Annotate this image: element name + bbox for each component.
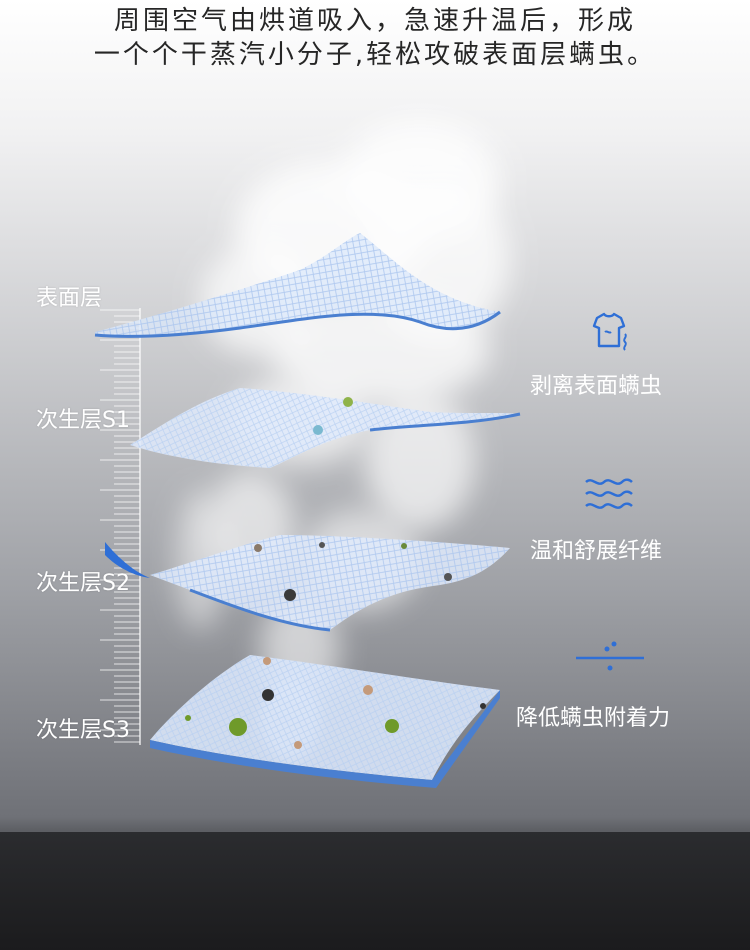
header-line-1: 周围空气由烘道吸入，急速升温后，形成 bbox=[113, 6, 636, 36]
mite-dot bbox=[254, 544, 262, 552]
shirt-icon bbox=[584, 306, 634, 356]
mite-dot bbox=[444, 573, 452, 581]
depth-ruler bbox=[100, 308, 141, 745]
mite-dot bbox=[480, 703, 486, 709]
waves-icon bbox=[582, 474, 636, 518]
label-s1-layer: 次生层S1 bbox=[36, 408, 130, 433]
mite-dot bbox=[385, 719, 399, 733]
fabric-s2-layer bbox=[105, 535, 510, 632]
mite-dot bbox=[263, 657, 271, 665]
bottom-dark-band bbox=[0, 832, 750, 950]
fabric-surface-layer bbox=[94, 233, 501, 338]
mite-dot bbox=[313, 425, 323, 435]
header-line-2: 一个个干蒸汽小分子,轻松攻破表面层螨虫。 bbox=[93, 40, 657, 70]
fabric-layers-illustration bbox=[94, 120, 521, 788]
mite-dot bbox=[319, 542, 325, 548]
benefit-label-1: 剥离表面螨虫 bbox=[530, 374, 663, 399]
mite-dot bbox=[185, 715, 191, 721]
label-s2-layer: 次生层S2 bbox=[36, 571, 130, 596]
mite-dot bbox=[262, 689, 274, 701]
mite-dot bbox=[343, 397, 353, 407]
mite-dot bbox=[284, 589, 296, 601]
benefit-label-3: 降低螨虫附着力 bbox=[516, 706, 671, 731]
mite-dot bbox=[229, 718, 247, 736]
label-s3-layer: 次生层S3 bbox=[36, 718, 130, 743]
fabric-s3-layer bbox=[150, 655, 500, 788]
mite-dot bbox=[294, 741, 302, 749]
mite-dot bbox=[401, 543, 407, 549]
mite-dot bbox=[363, 685, 373, 695]
benefit-label-2: 温和舒展纤维 bbox=[530, 539, 663, 564]
fabric-s1-layer bbox=[130, 388, 521, 468]
divide-icon bbox=[574, 636, 646, 678]
label-surface-layer: 表面层 bbox=[36, 286, 103, 311]
